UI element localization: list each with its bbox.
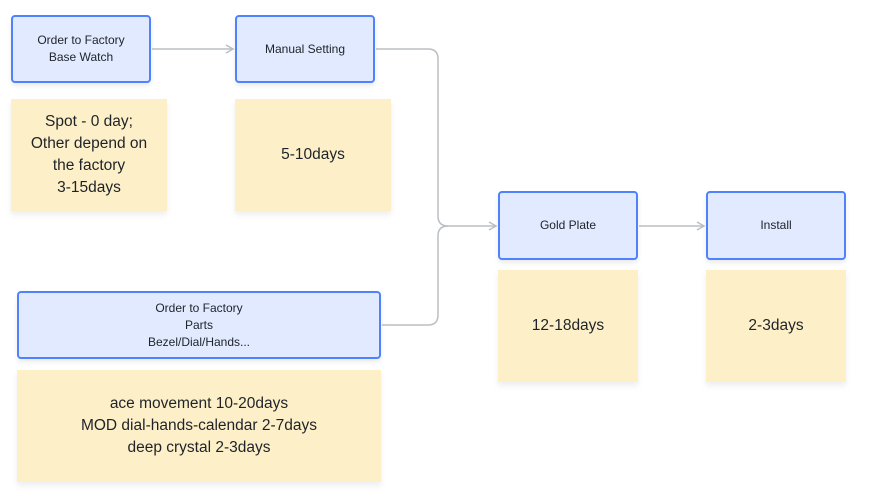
node-manual-setting[interactable]: Manual Setting [235, 15, 375, 83]
note-install-time-label: 2-3days [748, 317, 804, 334]
node-gold-plate[interactable]: Gold Plate [498, 191, 638, 260]
note-gold-plate-time-label: 12-18days [531, 317, 605, 334]
node-order-parts-line-2: Parts [184, 317, 213, 332]
note-base-watch-time-line-3: the factory [52, 157, 126, 174]
edge-manual-setting-to-gold-plate [376, 48, 498, 231]
note-parts-time-line-1: ace movement 10-20days [109, 395, 289, 412]
note-base-watch-time[interactable]: Spot - 0 day; Other depend on the factor… [11, 99, 167, 211]
node-gold-plate-label: Gold Plate [539, 218, 597, 232]
node-order-parts-line-3: Bezel/Dial/Hands... [147, 334, 251, 349]
note-base-watch-time-line-2: Other depend on [30, 135, 148, 152]
note-manual-setting-time-label: 5-10days [281, 146, 345, 163]
node-install[interactable]: Install [706, 191, 846, 260]
node-order-base-watch-line-1: Order to Factory [37, 33, 125, 47]
node-order-parts[interactable]: Order to Factory Parts Bezel/Dial/Hands.… [17, 291, 381, 359]
node-order-parts-line-1: Order to Factory [155, 300, 243, 315]
note-base-watch-time-line-1: Spot - 0 day; [45, 113, 133, 130]
node-install-label: Install [760, 218, 792, 232]
note-parts-time[interactable]: ace movement 10-20days MOD dial-hands-ca… [17, 370, 381, 482]
note-manual-setting-time[interactable]: 5-10days [235, 99, 391, 211]
note-gold-plate-time[interactable]: 12-18days [498, 270, 638, 382]
node-manual-setting-label: Manual Setting [264, 41, 346, 56]
edge-parts-to-gold-plate [382, 225, 449, 326]
note-parts-time-line-2: MOD dial-hands-calendar 2-7days [80, 417, 318, 434]
note-install-time[interactable]: 2-3days [706, 270, 846, 382]
note-base-watch-time-line-4: 3-15days [57, 179, 121, 196]
note-parts-time-line-3: deep crystal 2-3days [127, 439, 271, 456]
node-order-base-watch-line-2: Base Watch [48, 50, 114, 64]
node-order-base-watch[interactable]: Order to Factory Base Watch [11, 15, 151, 83]
